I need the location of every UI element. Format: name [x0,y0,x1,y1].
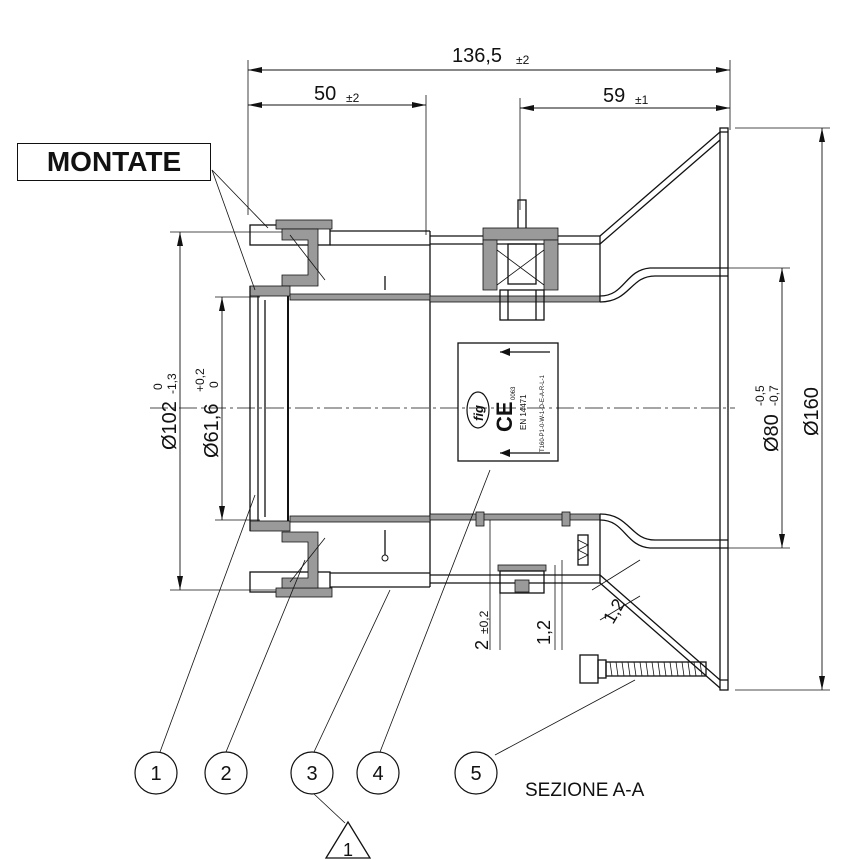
dia-inner-left-value: Ø61,6 [201,404,223,458]
callout-5-label: 5 [470,763,481,785]
callout-4-label: 4 [372,763,383,785]
callout-2: 2 [204,751,248,795]
dia-inner-left-tol-top: +0,2 [193,368,207,392]
nameplate-line-1: EN 14471 [519,394,528,430]
dimension-dia-outer-left: Ø102 0 -1,3 [151,231,290,591]
left-length-value: 50 [314,83,336,105]
callout-5: 5 [454,751,498,795]
dia-right-inner-tol-bottom: -0,7 [767,385,781,406]
dia-right-inner-tol-top: -0,5 [753,385,767,406]
callout-1-label: 1 [150,763,161,785]
leader-lines [159,169,636,824]
callout-3: 3 [290,751,334,795]
test-port-valve [482,199,559,321]
dimension-thickness-a: 1,2 [534,560,563,650]
montate-label: MONTATE [17,143,211,181]
gap-tol: ±0,2 [477,610,491,634]
nameplate-line-2: T160-P1-0-W-1-O-E-A-R-L-1 [540,374,546,452]
thickness-a-value: 1,2 [534,620,554,645]
dimension-left-length: 50 ±2 [248,83,427,235]
nameplate-ce: CE [492,401,517,432]
gap-value: 2 [472,640,492,650]
dia-outer-left-tol-top: 0 [151,383,165,390]
thickness-b-value: 1,2 [599,595,629,627]
nameplate-logo: fig [471,405,486,421]
right-length-tol: ±1 [635,93,649,107]
nameplate-line-3: 0063 [511,386,517,400]
bottom-clip [475,511,589,594]
nameplate: fig CE EN 14471 T160-P1-0-W-1-O-E-A-R-L-… [457,342,559,462]
dia-inner-left-tol-bottom: 0 [207,381,221,388]
right-length-value: 59 [603,85,625,107]
dia-outer-left-tol-bottom: -1,3 [165,373,179,394]
dimension-gap: 2 ±0,2 [472,520,501,650]
dia-outer-left-value: Ø102 [159,401,181,450]
revision-triangle-label: 1 [343,840,353,860]
dia-flange-value: Ø160 [801,387,823,436]
adapter-body [249,127,729,691]
overall-length-value: 136,5 [452,45,502,67]
callout-3-label: 3 [306,763,317,785]
dia-right-inner-value: Ø80 [761,414,783,452]
callout-2-label: 2 [220,763,231,785]
dimension-right-length: 59 ±1 [519,85,730,210]
dimension-dia-right-inner: Ø80 -0,5 -0,7 [720,267,790,549]
dimension-dia-flange: Ø160 [735,127,830,691]
dimension-dia-inner-left: Ø61,6 +0,2 0 [193,296,260,521]
screw [579,654,707,684]
dimension-thickness-b: 1,2 [591,559,641,627]
overall-length-tol: ±2 [516,53,530,67]
left-length-tol: ±2 [346,91,360,105]
callout-1: 1 [134,751,178,795]
callout-4: 4 [356,751,400,795]
dimension-overall-length: 136,5 ±2 [247,45,731,215]
revision-triangle: 1 [324,820,372,860]
section-title: SEZIONE A-A [525,780,645,801]
